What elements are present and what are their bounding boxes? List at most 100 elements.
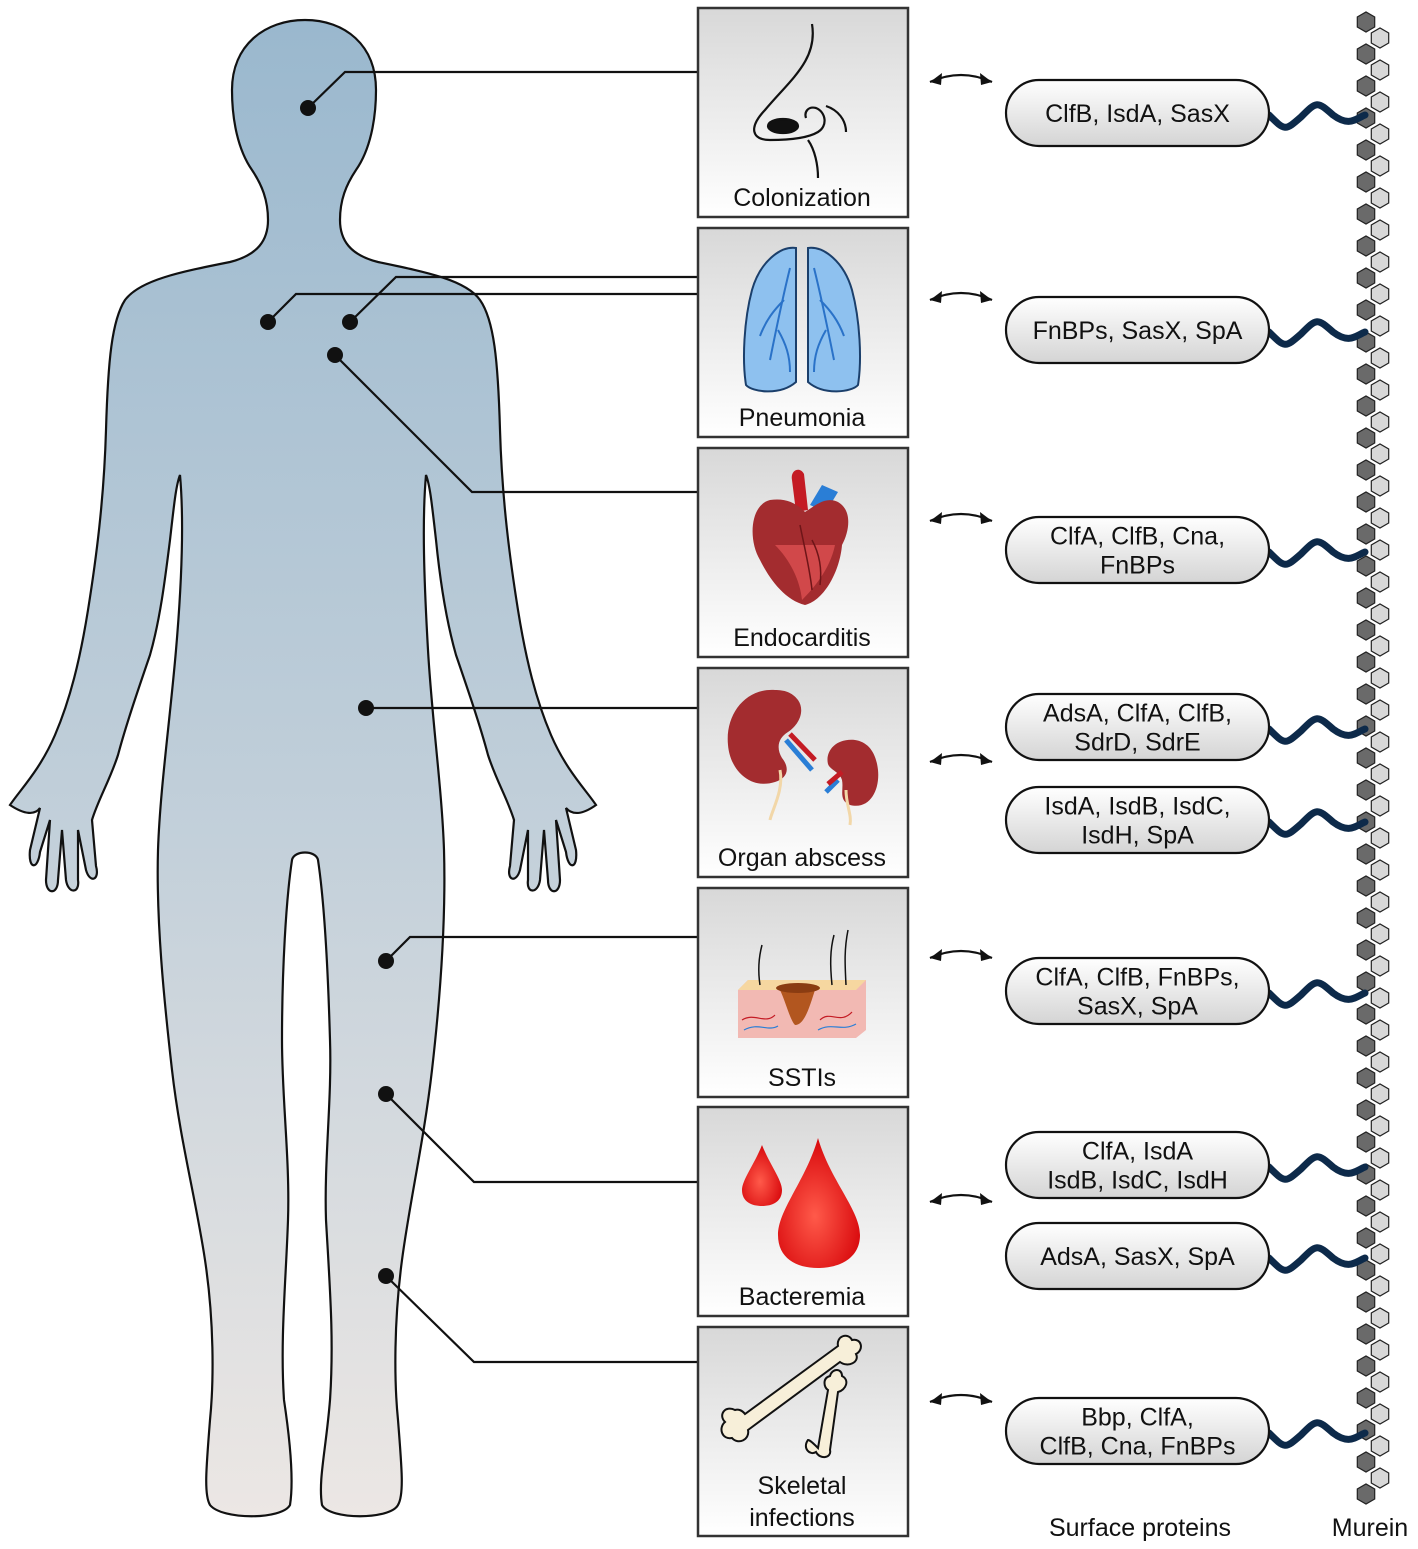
murein-unit	[1370, 1339, 1390, 1361]
murein-unit	[1370, 411, 1390, 433]
site-dot-thigh	[378, 953, 394, 969]
double-arrow	[929, 753, 993, 765]
murein-unit	[1356, 395, 1376, 417]
murein-unit	[1370, 1019, 1390, 1041]
murein-unit	[1356, 1387, 1376, 1409]
murein-unit	[1370, 827, 1390, 849]
murein-unit	[1356, 139, 1376, 161]
murein-unit	[1370, 251, 1390, 273]
panel-bacteremia: Bacteremia	[696, 1105, 910, 1318]
surface-protein-pill: IsdA, IsdB, IsdC,IsdH, SpA	[1004, 785, 1271, 855]
murein-unit	[1356, 1131, 1376, 1153]
murein-unit	[1370, 347, 1390, 369]
murein-unit	[1356, 971, 1376, 993]
murein-unit	[1370, 379, 1390, 401]
surface-protein-text: ClfA, ClfB, FnBPs,	[1035, 964, 1239, 992]
panel-label-bacteremia: Bacteremia	[739, 1283, 866, 1311]
murein-unit	[1356, 683, 1376, 705]
double-arrow	[929, 949, 993, 961]
murein-unit	[1356, 843, 1376, 865]
murein-unit	[1370, 859, 1390, 881]
murein-unit	[1356, 363, 1376, 385]
surface-protein-text: Bbp, ClfA,	[1081, 1404, 1194, 1432]
surface-protein-text: FnBPs	[1100, 552, 1175, 580]
panel-skeletal-infections: Skeletal infections	[696, 1325, 910, 1538]
nose-icon	[753, 23, 848, 179]
protein-anchor-link	[1265, 808, 1369, 838]
murein-unit	[1356, 299, 1376, 321]
double-arrow	[929, 1393, 993, 1405]
murein-unit	[1370, 763, 1390, 785]
surface-protein-text: ClfB, IsdA, SasX	[1045, 100, 1230, 128]
murein-unit	[1370, 795, 1390, 817]
double-arrow	[929, 73, 993, 85]
blood-drops-icon	[742, 1138, 860, 1268]
murein-unit	[1356, 491, 1376, 513]
murein-unit	[1356, 427, 1376, 449]
protein-anchor-link	[1265, 1419, 1369, 1449]
murein-unit	[1356, 779, 1376, 801]
infection-site-dots	[260, 100, 394, 1284]
panel-colonization: Colonization	[696, 6, 910, 219]
murein-unit	[1356, 1323, 1376, 1345]
surface-protein-text: SasX, SpA	[1077, 993, 1198, 1021]
murein-unit	[1370, 635, 1390, 657]
surface-protein-pill: AdsA, SasX, SpA	[1004, 1221, 1271, 1291]
murein-unit	[1356, 171, 1376, 193]
murein-unit	[1370, 219, 1390, 241]
murein-unit	[1370, 731, 1390, 753]
murein-unit	[1356, 587, 1376, 609]
site-dot-chest-left	[260, 314, 276, 330]
surface-protein-text: IsdA, IsdB, IsdC,	[1044, 793, 1230, 821]
surface-protein-text: IsdH, SpA	[1081, 822, 1194, 850]
murein-unit	[1356, 907, 1376, 929]
protein-anchor-link	[1265, 538, 1369, 568]
murein-unit	[1370, 1371, 1390, 1393]
site-dot-knee	[378, 1086, 394, 1102]
protein-anchor-link	[1265, 1153, 1369, 1183]
murein-unit	[1370, 507, 1390, 529]
surface-protein-pill: ClfA, ClfB, Cna,FnBPs	[1004, 515, 1271, 585]
bones-icon	[720, 1334, 862, 1458]
murein-unit	[1356, 619, 1376, 641]
murein-unit	[1370, 699, 1390, 721]
double-arrow	[929, 512, 993, 524]
murein-unit	[1370, 1467, 1390, 1489]
murein-unit	[1370, 891, 1390, 913]
surface-protein-pill: AdsA, ClfA, ClfB,SdrD, SdrE	[1004, 692, 1271, 762]
site-dot-shin	[378, 1268, 394, 1284]
lungs-icon	[743, 246, 861, 393]
leader-endocarditis	[334, 354, 698, 494]
murein-unit	[1370, 91, 1390, 113]
murein-unit	[1370, 1307, 1390, 1329]
murein-unit	[1370, 123, 1390, 145]
panel-label-sstis: SSTIs	[768, 1064, 836, 1092]
murein-unit	[1370, 987, 1390, 1009]
surface-protein-pill: FnBPs, SasX, SpA	[1004, 295, 1271, 365]
murein-unit	[1356, 1451, 1376, 1473]
heart-icon	[752, 469, 849, 605]
protein-anchor-link	[1265, 101, 1369, 131]
murein-unit	[1370, 443, 1390, 465]
murein-unit	[1370, 667, 1390, 689]
surface-protein-text: AdsA, SasX, SpA	[1040, 1243, 1235, 1271]
protein-anchor-link	[1265, 715, 1369, 745]
murein-unit	[1356, 43, 1376, 65]
skin-icon	[738, 929, 866, 1038]
murein-unit	[1370, 475, 1390, 497]
leader-colonization	[307, 70, 698, 109]
leader-bacteremia	[385, 1093, 698, 1184]
panel-endocarditis: Endocarditis	[696, 446, 910, 659]
murein-unit	[1370, 1147, 1390, 1169]
double-arrow	[929, 291, 993, 303]
murein-label: Murein	[1332, 1514, 1408, 1542]
murein-unit	[1370, 603, 1390, 625]
surface-protein-pill: ClfA, ClfB, FnBPs,SasX, SpA	[1004, 956, 1271, 1026]
murein-unit	[1356, 1035, 1376, 1057]
murein-unit	[1356, 1355, 1376, 1377]
murein-unit	[1356, 203, 1376, 225]
murein-unit	[1356, 651, 1376, 673]
murein-unit	[1356, 1291, 1376, 1313]
